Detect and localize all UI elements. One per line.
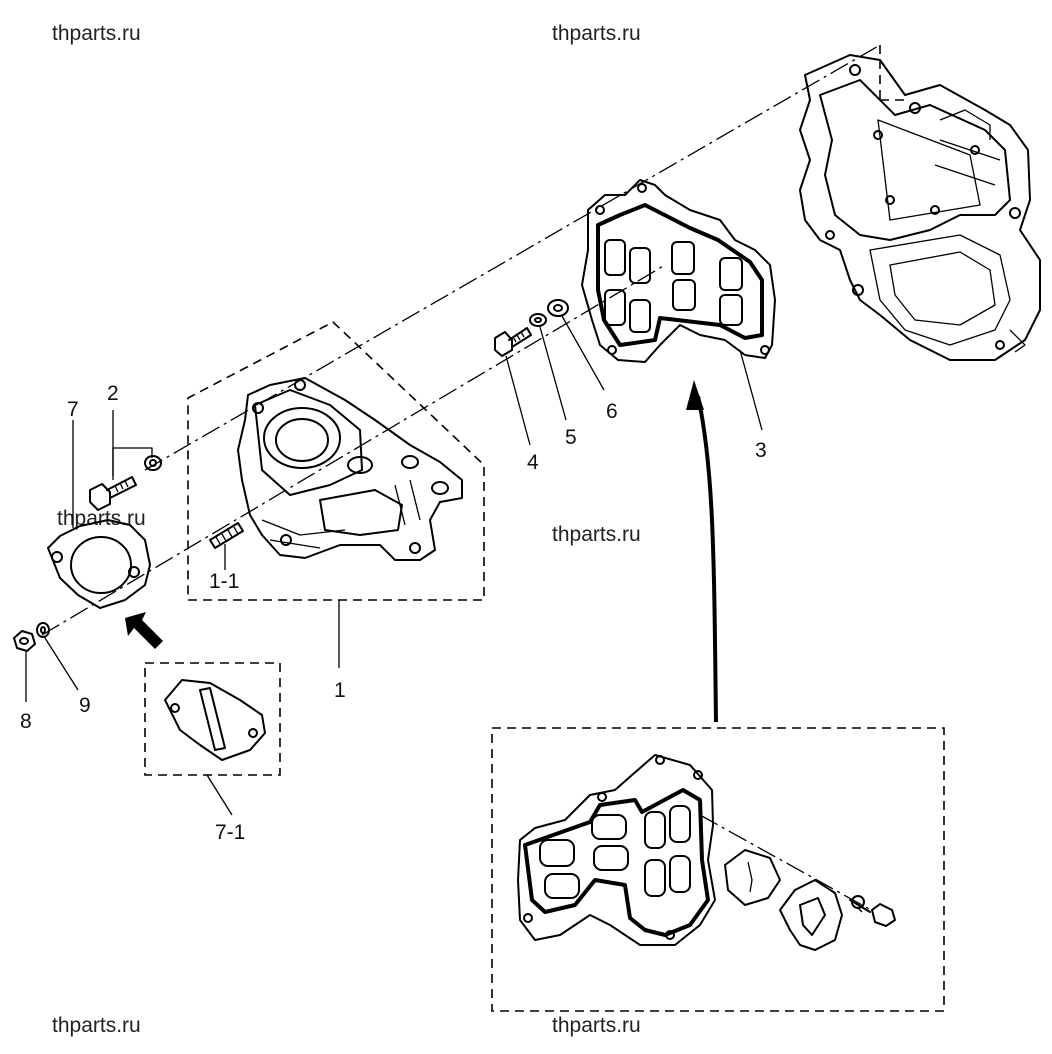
watermark-bottom-left: thparts.ru	[52, 1014, 141, 1037]
engine-crankcase	[799, 45, 1041, 361]
detail-screw-washer	[849, 895, 896, 927]
reed-petal	[724, 849, 781, 906]
callout-8: 8	[20, 710, 32, 733]
reed-valve-detail-frame	[491, 727, 945, 1012]
callout-7-1: 7-1	[215, 821, 245, 844]
reed-valve-plate-3	[581, 179, 776, 363]
callout-9: 9	[79, 694, 91, 717]
intake-housing-1	[237, 377, 463, 561]
washer-9	[36, 622, 79, 691]
callout-4: 4	[527, 451, 539, 474]
assembly-1-dashed-frame	[187, 321, 485, 601]
washer-5	[529, 313, 547, 327]
callout-2: 2	[107, 382, 119, 405]
callout-3: 3	[755, 439, 767, 462]
callout-1: 1	[334, 679, 346, 702]
bolt-2	[89, 455, 162, 511]
callout-5: 5	[565, 426, 577, 449]
reed-stopper	[779, 879, 843, 951]
detail-reference-arrow	[686, 380, 718, 723]
watermark-bottom-center: thparts.ru	[552, 1014, 641, 1037]
bolt-4	[494, 327, 532, 357]
leader-lines-upper	[505, 315, 763, 446]
washer-6	[547, 299, 569, 317]
view-direction-arrow	[125, 612, 163, 649]
nut-8	[13, 630, 36, 702]
callout-7: 7	[67, 398, 79, 421]
watermark-top-left: thparts.ru	[52, 22, 141, 45]
watermark-top-center: thparts.ru	[552, 22, 641, 45]
cover-plate-7	[47, 420, 151, 609]
callout-1-1: 1-1	[209, 570, 239, 593]
callout-6: 6	[606, 400, 618, 423]
leader-2	[112, 410, 153, 480]
watermark-middle-center: thparts.ru	[552, 523, 641, 546]
detail-7-1-frame	[144, 662, 281, 816]
stud-1-1	[209, 522, 244, 570]
